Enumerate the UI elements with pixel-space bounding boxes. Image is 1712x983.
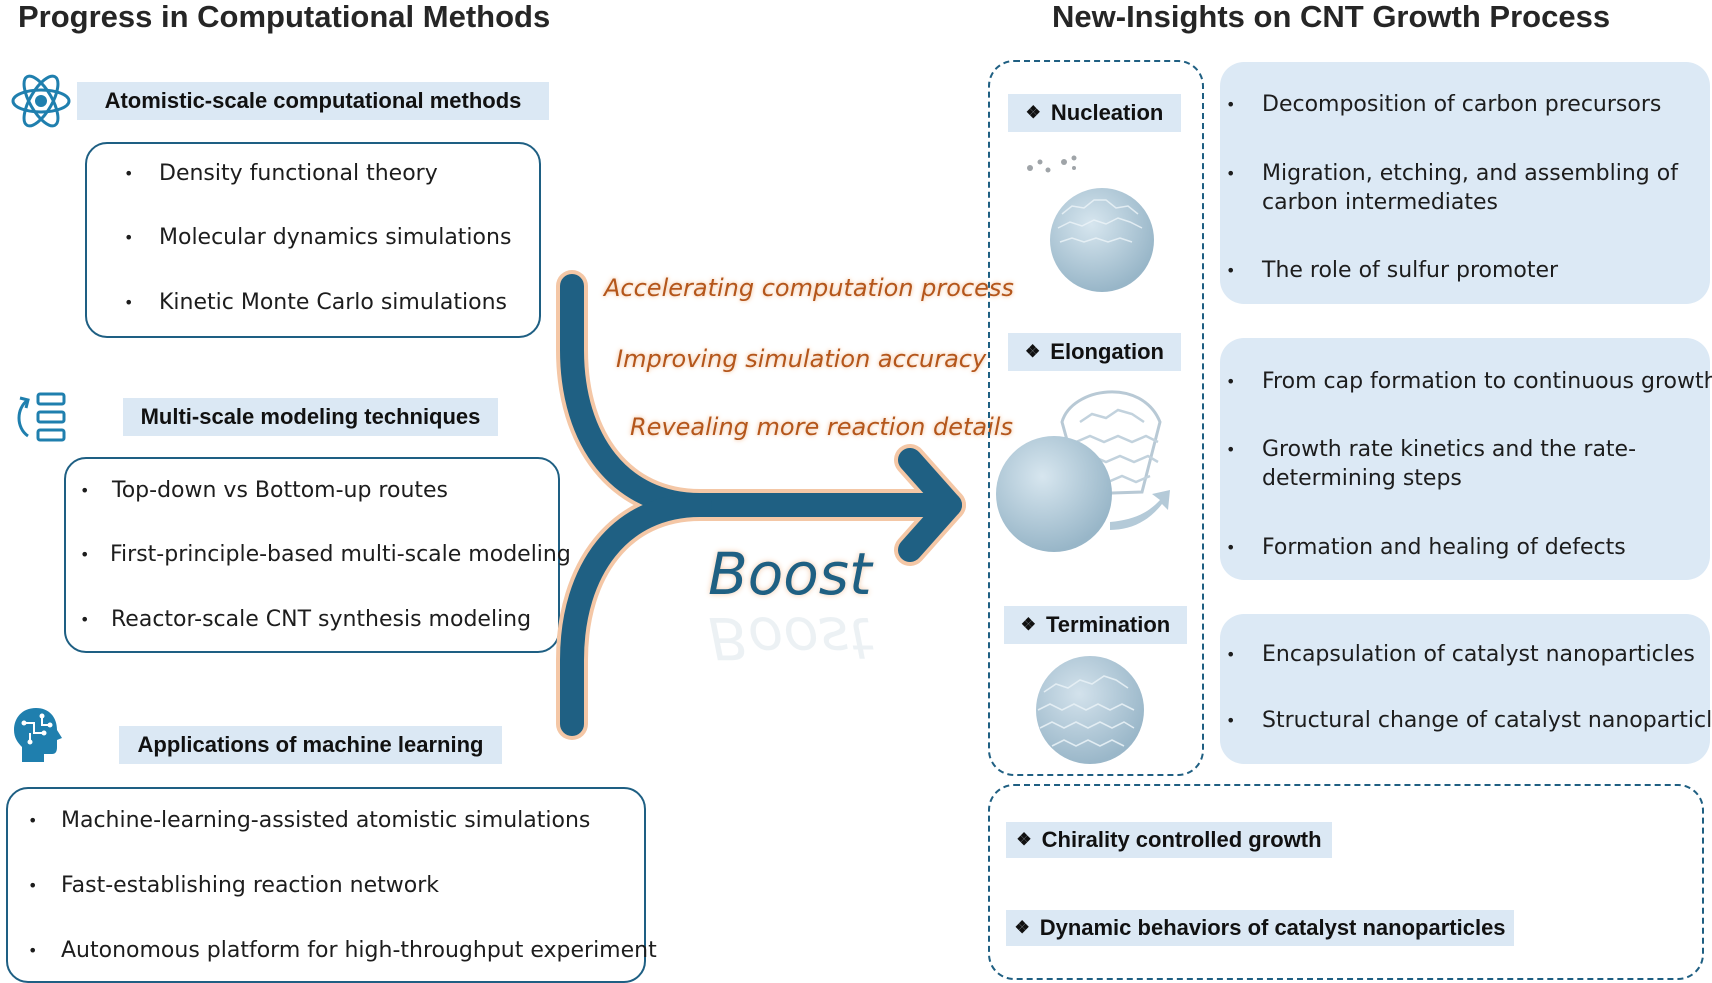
- bullet-icon: ❖: [1016, 830, 1032, 849]
- bullet-icon: ❖: [1025, 103, 1041, 122]
- atomistic-methods-list: [85, 142, 541, 338]
- bullet-icon: ❖: [1025, 342, 1041, 361]
- termination-insights-panel: [1220, 614, 1710, 764]
- multiscale-methods-list: [64, 457, 560, 653]
- multiscale-icon: [17, 392, 66, 442]
- future-label-dynamics: ❖Dynamic behaviors of catalyst nanoparti…: [1006, 910, 1514, 946]
- future-label-chirality: ❖Chirality controlled growth: [1006, 822, 1332, 858]
- right-heading: New-Insights on CNT Growth Process: [1052, 0, 1611, 34]
- elongation-illustration: [996, 390, 1170, 552]
- left-heading: Progress in Computational Methods: [18, 0, 551, 34]
- ai-head-icon: [14, 708, 62, 762]
- section-title-atomistic: Atomistic-scale computational methods: [77, 82, 549, 120]
- ml-applications-list: [6, 787, 646, 983]
- stage-label-elongation: ❖Elongation: [1008, 333, 1181, 371]
- boost-arrow: [556, 270, 966, 740]
- section-title-multiscale: Multi-scale modeling techniques: [123, 398, 498, 436]
- bullet-icon: ❖: [1014, 918, 1030, 937]
- section-title-ml: Applications of machine learning: [119, 726, 502, 764]
- phrase-details: Revealing more reaction details: [630, 413, 1013, 441]
- stage-label-nucleation: ❖Nucleation: [1008, 94, 1181, 132]
- phrase-accelerating: Accelerating computation process: [604, 274, 1014, 302]
- stage-label-termination: ❖Termination: [1004, 606, 1187, 644]
- growth-stages-panel: [988, 60, 1204, 776]
- nucleation-illustration: [1027, 155, 1154, 292]
- boost-label: Boost: [708, 540, 872, 608]
- elongation-insights-panel: [1220, 338, 1710, 580]
- boost-reflection: Boost: [708, 604, 872, 672]
- phrase-accuracy: Improving simulation accuracy: [616, 345, 987, 373]
- future-directions-panel: [988, 784, 1704, 980]
- bullet-icon: ❖: [1020, 615, 1036, 634]
- termination-illustration: [1036, 656, 1144, 764]
- atom-icon: [11, 74, 71, 128]
- nucleation-insights-panel: [1220, 62, 1710, 304]
